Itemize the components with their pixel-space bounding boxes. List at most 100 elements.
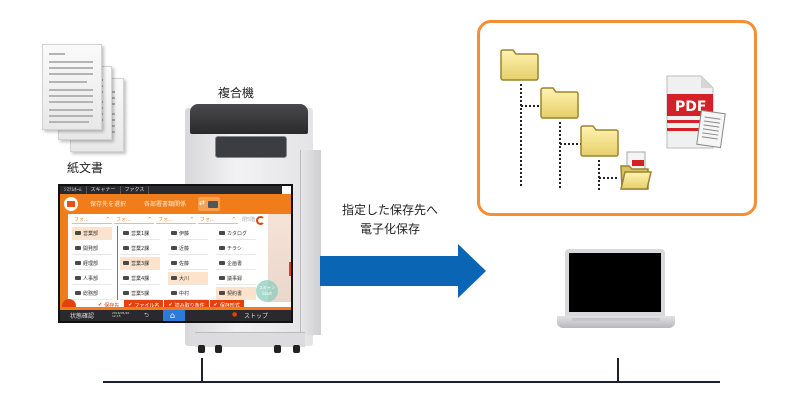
- home-button[interactable]: ⌂: [163, 310, 185, 321]
- menu-icon[interactable]: [64, 197, 78, 211]
- back-icon[interactable]: ⮌: [144, 312, 149, 319]
- folder-icon: [75, 231, 81, 235]
- folder-icon: [219, 276, 225, 280]
- folder-name: 伊藤: [179, 230, 190, 237]
- folder-icon: [123, 276, 129, 280]
- folder-item[interactable]: 近藤: [168, 242, 208, 255]
- tab-fax[interactable]: ファクス: [121, 186, 150, 194]
- folder-tree-diagram: PDF: [500, 49, 726, 190]
- column-header[interactable]: フォ...^: [72, 217, 112, 224]
- folder-icon: [171, 246, 177, 250]
- refresh-icon[interactable]: [256, 216, 265, 225]
- folder-name: 大川: [179, 275, 190, 282]
- folder-grid: 営業部 営業1課 伊藤 カタログ開発部 営業2課 近藤 チラシ経理部 営業3課 佐藤 企画書人事部…: [72, 227, 256, 300]
- network-drop-pc: [617, 358, 619, 382]
- folder-item[interactable]: 経理部: [72, 257, 112, 270]
- folder-name: 開発部: [83, 245, 99, 252]
- select-destination-label[interactable]: 保存先を選択: [90, 201, 127, 208]
- folder-name: 営業5課: [131, 290, 150, 297]
- folder-icon: [219, 231, 225, 235]
- folder-item[interactable]: 契約書: [216, 287, 256, 300]
- arrow-caption-line2: 電子化保存: [359, 222, 420, 236]
- folder-item[interactable]: カタログ: [216, 227, 256, 240]
- folder-icon: [171, 276, 177, 280]
- screen-bottom-bar: 状態確認 2016/05/26 12:15 ⮌ ⌂ ● ストップ: [60, 310, 291, 321]
- column-header-extra: 閉5階: [242, 217, 256, 223]
- printer-swap-icon[interactable]: ⇄: [198, 197, 220, 211]
- folder-icon: [75, 246, 81, 250]
- folder-icon: [540, 87, 579, 119]
- folder-icon: [123, 291, 129, 295]
- check-tab-save-format[interactable]: ✔保存形式: [209, 300, 244, 310]
- folder-item[interactable]: 人事部: [72, 272, 112, 285]
- folder-icon: [123, 261, 129, 265]
- stop-button[interactable]: ストップ: [244, 313, 269, 320]
- screen-orange-band: [60, 307, 291, 310]
- folder-icon: [500, 49, 539, 81]
- folder-item[interactable]: 議事録: [216, 272, 256, 285]
- right-preview-strip: [268, 214, 291, 302]
- folder-item[interactable]: チラシ: [216, 242, 256, 255]
- tree-connector-lines: [520, 84, 617, 190]
- folder-item[interactable]: 営業4課: [120, 272, 160, 285]
- folder-item[interactable]: 企画書: [216, 257, 256, 270]
- folder-name: チラシ: [227, 245, 242, 252]
- left-side-strip: [60, 214, 68, 309]
- folder-name: 人事部: [83, 275, 99, 282]
- wheel: [198, 345, 205, 353]
- column-header[interactable]: フォ...^: [156, 217, 196, 224]
- folder-name: 議事録: [227, 275, 243, 282]
- folder-icon: [75, 261, 81, 265]
- folder-name: カタログ: [227, 230, 248, 237]
- folder-item[interactable]: 営業2課: [120, 242, 160, 255]
- column-header[interactable]: フォ...^: [198, 217, 238, 224]
- folder-name: 契約書: [227, 290, 243, 297]
- check-tab-filename[interactable]: ✔ファイル名: [124, 300, 164, 310]
- status-check-button[interactable]: 状態確認: [70, 313, 95, 320]
- folder-item[interactable]: 佐藤: [168, 257, 208, 270]
- screen-top-tabs: ｼｽﾃﾑﾎｰﾑ スキャナー ファクス: [60, 186, 291, 194]
- screen-header: 保存先を選択 各部署書類関係 ⇄: [60, 194, 291, 214]
- folder-icon: [75, 276, 81, 280]
- column-headers: フォ...^ フォ...^ フォ...^ フォ...^ 閉5階: [72, 216, 260, 224]
- folder-name: 営業部: [83, 230, 99, 237]
- column-divider: [117, 226, 118, 302]
- folder-item[interactable]: 中村: [168, 287, 208, 300]
- folder-icon: [171, 231, 177, 235]
- check-tab-destination[interactable]: ✔保存先: [94, 300, 124, 310]
- mfp-label: 複合機: [218, 86, 255, 100]
- folder-item[interactable]: 営業1課: [120, 227, 160, 240]
- folder-name: 営業4課: [131, 275, 150, 282]
- check-tab-scan-settings[interactable]: ✔読み取り条件: [164, 300, 209, 310]
- next-page-button[interactable]: [289, 262, 291, 276]
- home-icon: ⌂: [170, 311, 176, 320]
- folder-name: 総務部: [83, 290, 99, 297]
- folder-icon: [75, 291, 81, 295]
- folder-icon: [123, 231, 129, 235]
- mfp-paper-drawer: [195, 332, 305, 347]
- folder-item[interactable]: 大川: [168, 272, 208, 285]
- folder-item[interactable]: 伊藤: [168, 227, 208, 240]
- flow-arrow-icon: [320, 244, 486, 298]
- stop-icon: ●: [232, 311, 238, 318]
- wheel: [293, 345, 300, 353]
- folder-item[interactable]: 開発部: [72, 242, 112, 255]
- swap-icon: ⇄: [199, 199, 205, 207]
- folder-name: 佐藤: [179, 260, 190, 267]
- folder-item[interactable]: 営業部: [72, 227, 112, 240]
- scroll-up-button[interactable]: [62, 299, 76, 309]
- column-header[interactable]: フォ...^: [114, 217, 154, 224]
- tab-system-home[interactable]: ｼｽﾃﾑﾎｰﾑ: [60, 186, 87, 194]
- laptop-screen: [565, 249, 665, 316]
- open-folder-with-document-icon: [620, 151, 652, 190]
- folder-name: 営業3課: [131, 260, 150, 267]
- scan-start-button[interactable]: スキャン Start: [256, 280, 278, 302]
- folder-name: 近藤: [179, 245, 190, 252]
- folder-item[interactable]: 総務部: [72, 287, 112, 300]
- tab-scanner[interactable]: スキャナー: [87, 186, 121, 194]
- paper-documents-label: 紙文書: [67, 161, 104, 175]
- folder-icon: [171, 261, 177, 265]
- folder-item[interactable]: 営業3課: [120, 257, 160, 270]
- folder-item[interactable]: 営業5課: [120, 287, 160, 300]
- folder-icon: [219, 261, 225, 265]
